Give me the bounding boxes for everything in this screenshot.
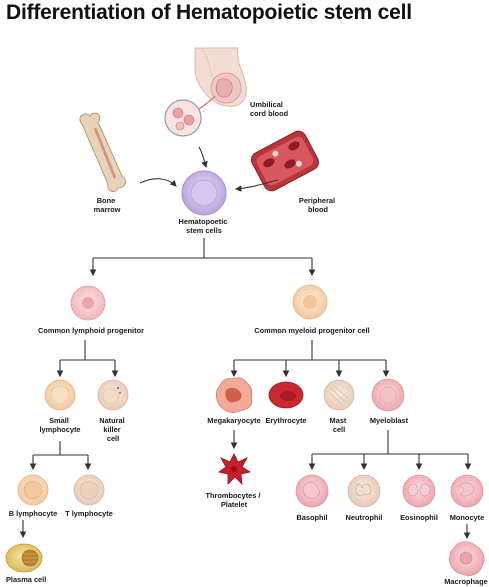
plasma-cell-label: Plasma cell [6, 575, 46, 584]
bone-to-stem-arrow [139, 178, 177, 187]
stem-cell [181, 170, 227, 216]
nk-cell [97, 379, 129, 411]
plasma-cell [5, 543, 43, 573]
monocyte-cell [450, 474, 484, 508]
thrombocytes-label: Thrombocytes / Platelet [205, 491, 262, 509]
erythrocyte-cell [268, 381, 304, 409]
umbilical-cord-blood-magnifier-icon [164, 99, 202, 137]
monocyte-label: Monocyte [450, 513, 485, 522]
myeloblast-cell [371, 378, 405, 412]
peripheral-blood-label: Peripheral blood [299, 196, 337, 214]
bone-icon [79, 112, 126, 192]
neutrophil-cell [347, 474, 381, 508]
megakaryocyte-cell [215, 377, 253, 413]
lymphoid-progenitor-cell [70, 285, 106, 321]
megakaryocyte-label: Megakaryocyte [207, 416, 260, 425]
t-lymphocyte-cell [73, 474, 105, 506]
diagram-title: Differentiation of Hematopoietic stem ce… [6, 1, 412, 24]
small-lymphocyte-cell [44, 379, 76, 411]
myeloblast-label: Myeloblast [370, 416, 409, 425]
nk-cell-label: Natural killer cell [99, 416, 127, 443]
stem-cell-label: Hematopoetic stem cells [179, 217, 230, 235]
blood-vessel-icon [250, 130, 320, 192]
mast-cell-label: Mast cell [330, 416, 349, 434]
eosinophil-cell [402, 474, 436, 508]
myeloid-progenitor-cell [292, 284, 328, 320]
neutrophil-label: Neutrophil [346, 513, 383, 522]
macrophage-label: Macrophage [444, 577, 488, 586]
mast-cell [323, 379, 355, 411]
pregnancy-illustration [189, 47, 247, 119]
eosinophil-label: Eosinophil [400, 513, 438, 522]
myeloid-progenitor-label: Common myeloid progenitor cell [254, 326, 369, 335]
platelet-icon [218, 453, 252, 486]
lymphoid-progenitor-label: Common lymphoid progenitor [38, 326, 144, 335]
umbilical-to-stem-arrow [198, 146, 208, 169]
basophil-cell [295, 474, 329, 508]
t-lymphocyte-label: T lymphocyte [65, 509, 113, 518]
basophil-label: Basophil [296, 513, 327, 522]
b-lymphocyte-cell [17, 474, 49, 506]
erythrocyte-label: Erythrocyte [265, 416, 306, 425]
macrophage-cell [449, 541, 485, 576]
b-lymphocyte-label: B lymphocyte [9, 509, 57, 518]
bone-marrow-label: Bone marrow [94, 196, 121, 214]
small-lymphocyte-label: Small lymphocyte [39, 416, 80, 434]
blood-to-stem-arrow [234, 179, 279, 192]
umbilical-label: Umbilical cord blood [250, 100, 289, 118]
